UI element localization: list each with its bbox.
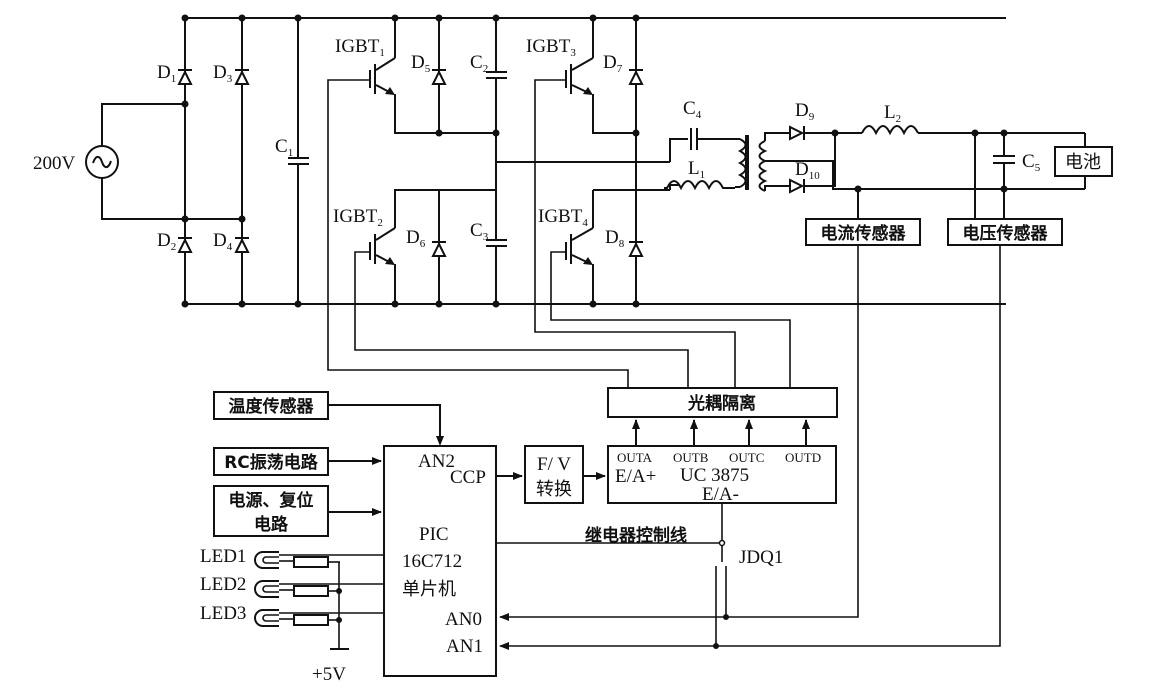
label-d1: D1 xyxy=(157,62,176,85)
label-c1: C1 xyxy=(275,136,293,159)
label-l1: L1 xyxy=(688,158,705,181)
label-d5: D5 xyxy=(411,52,431,75)
current-sensor-label: 电流传感器 xyxy=(821,223,907,244)
capacitor-c1 xyxy=(288,157,309,165)
label-c5: C5 xyxy=(1022,151,1041,174)
uc3875-outd: OUTD xyxy=(785,450,821,465)
mcu-box xyxy=(383,445,497,677)
led-1-label: LED1 xyxy=(200,546,246,567)
diode-d6 xyxy=(431,241,447,257)
uc3875-outb: OUTB xyxy=(673,450,709,465)
capacitor-c2 xyxy=(486,71,507,79)
inductor-l2 xyxy=(861,125,919,136)
power-reset-label-1: 电源、复位 xyxy=(229,490,314,511)
source-voltage-label: 200V xyxy=(33,153,76,174)
uc3875-outa: OUTA xyxy=(617,450,653,465)
rc-oscillator-box xyxy=(213,447,329,476)
diode-d8 xyxy=(628,241,644,257)
battery xyxy=(1054,146,1113,177)
optocoupler-box xyxy=(607,387,838,418)
voltage-sensor xyxy=(947,218,1063,246)
diode-d3 xyxy=(234,69,250,85)
label-igbt2: IGBT2 xyxy=(333,206,383,229)
mcu-pin-ccp: CCP xyxy=(450,467,486,488)
diode-d10 xyxy=(789,178,805,194)
battery-label: 电池 xyxy=(1065,152,1101,173)
label-d9: D9 xyxy=(795,100,815,123)
led-3: LED3 xyxy=(200,603,384,627)
mcu-label-pic: PIC xyxy=(419,524,449,545)
label-igbt4: IGBT4 xyxy=(538,206,588,229)
fv-converter-box xyxy=(524,445,584,504)
label-d4: D4 xyxy=(213,230,233,253)
igbt-3 xyxy=(534,18,736,392)
uc3875-outc: OUTC xyxy=(729,450,764,465)
uc3875-ea-plus: E/A+ xyxy=(615,466,656,487)
led-2: LED2 xyxy=(200,574,384,598)
mcu-pin-an2: AN2 xyxy=(418,451,455,472)
control-section: 光耦隔离 OUTA OUTB OUTC OUTD E/A+ UC 3875 E/… xyxy=(200,387,838,685)
label-c2: C2 xyxy=(470,52,488,75)
diode-d2 xyxy=(177,237,193,253)
relay-label: JDQ1 xyxy=(739,547,783,568)
igbt-2 xyxy=(354,189,689,392)
igbt-4 xyxy=(550,190,791,392)
optocoupler-label: 光耦隔离 xyxy=(687,393,756,414)
label-l2: L2 xyxy=(884,102,901,125)
temperature-sensor-label: 温度传感器 xyxy=(229,396,315,417)
label-igbt3: IGBT3 xyxy=(526,36,576,59)
label-c3: C3 xyxy=(470,220,489,243)
fv-label: F/ V xyxy=(537,454,571,475)
capacitor-c5 xyxy=(993,155,1015,164)
uc3875-name: UC 3875 xyxy=(680,465,749,486)
inverter-section: IGBT1 D5 C2 C3 xyxy=(327,14,791,392)
mcu-pin-an0: AN0 xyxy=(445,609,482,630)
output-section: C4 L1 D9 D10 xyxy=(664,98,1113,647)
power-reset-label-2: 电路 xyxy=(254,514,289,535)
relay-jdq1 xyxy=(715,566,727,646)
mcu-label-cn: 单片机 xyxy=(402,579,456,600)
rectifier-section: C1 D1 D3 D2 D4 200V xyxy=(33,14,1006,308)
relay-control-line-label: 继电器控制线 xyxy=(585,525,687,546)
inductor-l1 xyxy=(664,180,735,191)
diode-d1 xyxy=(177,69,193,85)
mcu-label-model: 16C712 xyxy=(402,551,462,572)
diode-d7 xyxy=(628,69,644,85)
current-sensor xyxy=(805,218,921,246)
label-d8: D8 xyxy=(605,227,625,250)
label-igbt1: IGBT1 xyxy=(335,36,385,59)
diode-d9 xyxy=(789,125,805,141)
mcu-pin-an1: AN1 xyxy=(446,636,483,657)
capacitor-c3 xyxy=(486,239,507,247)
uc3875-ea-minus: E/A- xyxy=(702,484,739,505)
label-d7: D7 xyxy=(603,52,623,75)
capacitor-c4 xyxy=(690,128,698,150)
led-1: LED1 xyxy=(200,546,384,569)
label-d2: D2 xyxy=(157,230,176,253)
label-c4: C4 xyxy=(683,98,702,121)
label-d3: D3 xyxy=(213,62,233,85)
led-3-label: LED3 xyxy=(200,603,246,624)
diode-d5 xyxy=(431,69,447,85)
led-2-label: LED2 xyxy=(200,574,246,595)
fv-label-cn: 转换 xyxy=(536,479,572,500)
label-d10: D10 xyxy=(795,159,820,182)
diode-d4 xyxy=(234,237,250,253)
label-d6: D6 xyxy=(406,227,426,250)
rc-oscillator-label: RC振荡电路 xyxy=(224,452,319,473)
voltage-sensor-label: 电压传感器 xyxy=(963,223,1049,244)
supply-label: +5V xyxy=(312,664,346,685)
igbt-1 xyxy=(327,18,629,392)
ac-source xyxy=(85,145,119,179)
